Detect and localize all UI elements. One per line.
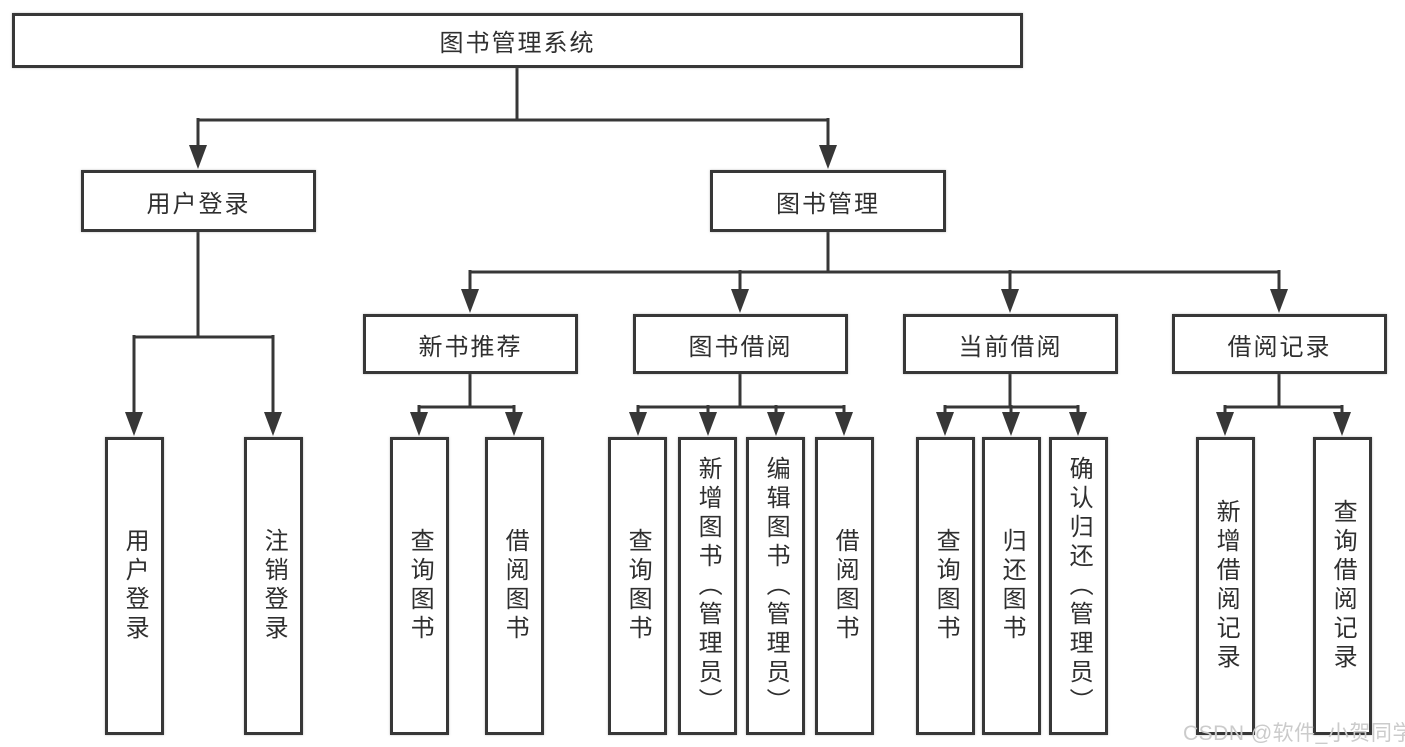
leaf-nb-borrow-books: 借阅图书	[485, 437, 544, 735]
node-book-borrow-label: 图书借阅	[688, 333, 793, 361]
arrowhead	[125, 412, 143, 436]
arrowhead	[699, 412, 717, 436]
leaf-bb-query-books-label: 查询图书	[624, 528, 652, 644]
connector-path	[196, 67, 830, 150]
arrowhead	[189, 145, 207, 169]
arrowhead	[461, 289, 479, 313]
arrowhead	[731, 289, 749, 313]
connector-new-book-recommend-to-leaves	[410, 373, 523, 436]
connector-path	[132, 232, 275, 416]
leaf-cb-return-books-label: 归还图书	[998, 528, 1026, 644]
leaf-nb-query-books: 查询图书	[390, 437, 449, 735]
node-borrow-records: 借阅记录	[1172, 314, 1387, 374]
leaf-cb-query-books: 查询图书	[916, 437, 975, 735]
connector-path	[1223, 373, 1344, 416]
leaf-bb-edit-books-admin-label: 编辑图书（管理员）	[762, 455, 790, 717]
leaf-bb-query-books: 查询图书	[608, 437, 667, 735]
node-user-login: 用户登录	[81, 170, 316, 232]
connector-current-borrow-to-leaves	[936, 373, 1087, 436]
arrowhead	[1001, 289, 1019, 313]
node-book-management-label: 图书管理	[776, 190, 880, 218]
connector-user-login-to-leaves	[125, 232, 282, 436]
connector-path	[636, 373, 846, 416]
connector-root-to-level2	[189, 67, 837, 169]
node-root-label: 图书管理系统	[439, 30, 596, 57]
arrowhead	[1333, 412, 1351, 436]
leaf-nb-borrow-books-label: 借阅图书	[501, 528, 529, 644]
leaf-cb-confirm-return-admin: 确认归还（管理员）	[1049, 437, 1108, 735]
leaf-logout: 注销登录	[244, 437, 303, 735]
connector-book-borrow-to-leaves	[629, 373, 853, 436]
leaf-bb-add-books-admin-label: 新增图书（管理员）	[694, 455, 722, 717]
leaf-cb-query-books-label: 查询图书	[932, 528, 960, 644]
connector-path	[943, 373, 1080, 416]
arrowhead	[819, 145, 837, 169]
node-book-borrow: 图书借阅	[633, 314, 848, 374]
node-new-book-recommend-label: 新书推荐	[418, 333, 523, 361]
leaf-bb-borrow-books-label: 借阅图书	[831, 528, 859, 644]
connector-path	[417, 373, 516, 416]
node-current-borrow: 当前借阅	[903, 314, 1118, 374]
node-borrow-records-label: 借阅记录	[1227, 333, 1332, 361]
connector-book-management-to-level3	[461, 231, 1288, 313]
node-new-book-recommend: 新书推荐	[363, 314, 578, 374]
leaf-logout-label: 注销登录	[260, 528, 288, 644]
watermark: CSDN @软件_小贺同学	[1183, 722, 1405, 745]
arrowhead	[629, 412, 647, 436]
node-book-management: 图书管理	[710, 170, 946, 232]
leaf-user-login-label: 用户登录	[121, 528, 149, 644]
node-root-system: 图书管理系统	[12, 13, 1023, 68]
arrowhead	[264, 412, 282, 436]
arrowhead	[1216, 412, 1234, 436]
node-user-login-label: 用户登录	[146, 190, 251, 218]
arrowhead	[936, 412, 954, 436]
leaf-cb-return-books: 归还图书	[982, 437, 1041, 735]
node-current-borrow-label: 当前借阅	[958, 333, 1063, 361]
arrowhead	[767, 412, 785, 436]
leaf-bb-add-books-admin: 新增图书（管理员）	[678, 437, 737, 735]
connector-borrow-records-to-leaves	[1216, 373, 1351, 436]
leaf-rec-add-record-label: 新增借阅记录	[1212, 499, 1240, 673]
connector-path	[468, 231, 1281, 292]
leaf-cb-confirm-return-admin-label: 确认归还（管理员）	[1065, 455, 1093, 717]
arrowhead	[410, 412, 428, 436]
leaf-rec-add-record: 新增借阅记录	[1196, 437, 1255, 735]
arrowhead	[505, 412, 523, 436]
leaf-nb-query-books-label: 查询图书	[406, 528, 434, 644]
arrowhead	[1002, 412, 1020, 436]
leaf-bb-edit-books-admin: 编辑图书（管理员）	[746, 437, 805, 735]
arrowhead	[835, 412, 853, 436]
leaf-user-login: 用户登录	[105, 437, 164, 735]
leaf-bb-borrow-books: 借阅图书	[815, 437, 874, 735]
leaf-rec-query-record: 查询借阅记录	[1313, 437, 1372, 735]
arrowhead	[1270, 289, 1288, 313]
arrowhead	[1069, 412, 1087, 436]
leaf-rec-query-record-label: 查询借阅记录	[1329, 499, 1357, 673]
